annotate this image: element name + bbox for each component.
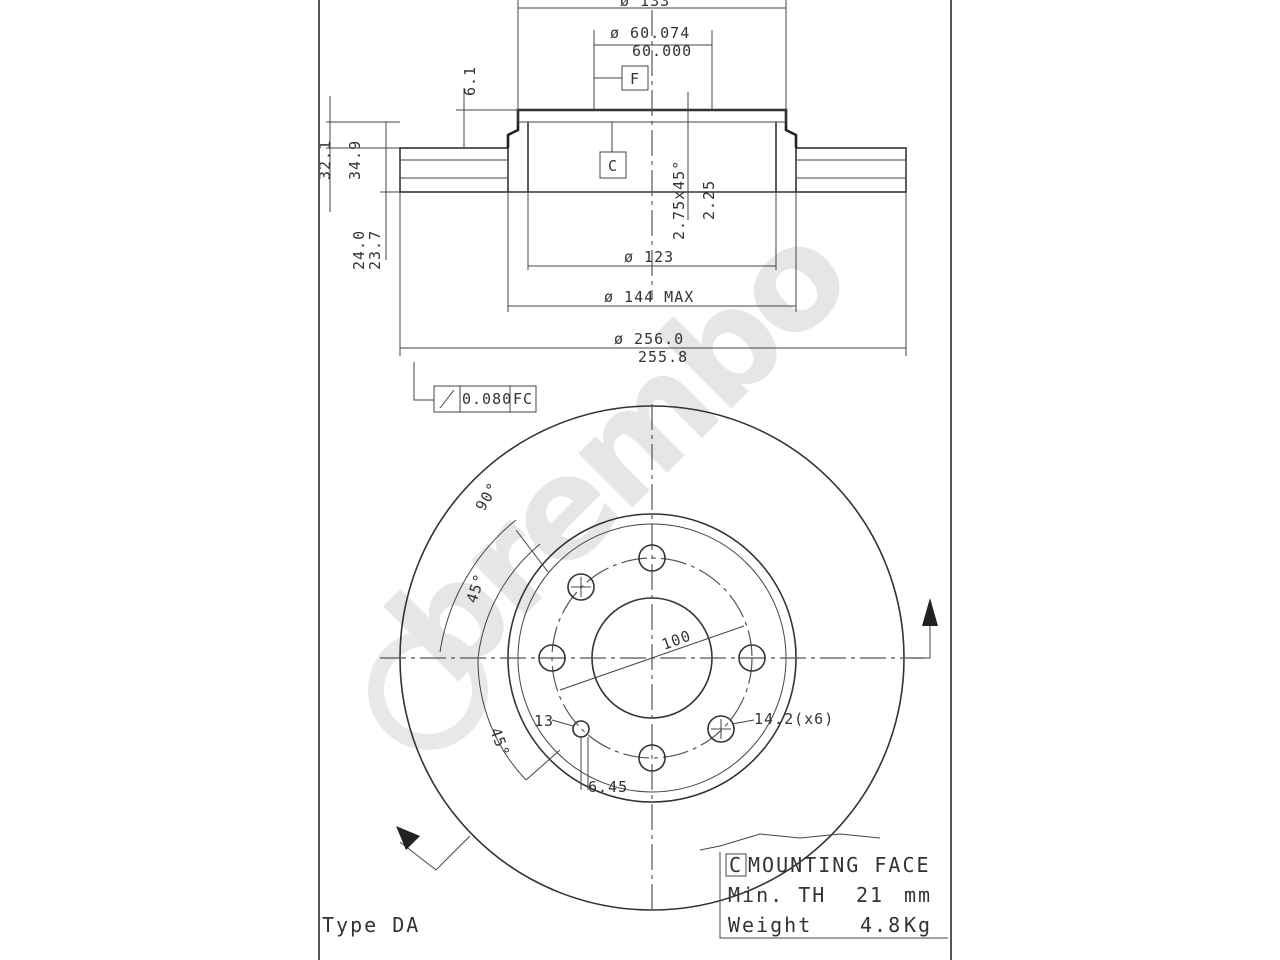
bolt-hole-label: 14.2(x6) xyxy=(754,710,834,728)
weight-label: Weight xyxy=(728,913,812,937)
runout-value: 0.080 xyxy=(462,390,512,408)
section-arrow-icon xyxy=(396,826,420,850)
min-th-unit: mm xyxy=(904,883,932,907)
angle-low: 45° xyxy=(486,725,513,759)
datum-f: F xyxy=(630,70,640,88)
datum-c: C xyxy=(608,157,618,175)
bolt-hole xyxy=(567,573,595,601)
bolt-hole xyxy=(638,744,666,772)
dim-outer-lower: 255.8 xyxy=(638,348,688,366)
dim-chamfer-2: 2.25 xyxy=(700,180,718,220)
bolt-hole xyxy=(738,644,766,672)
type-label: Type DA xyxy=(322,913,420,937)
small-hole-label: 13 xyxy=(534,712,554,730)
dim-hub-bore-min: 60.000 xyxy=(632,42,692,60)
front-view: 100 90° 45° 45° 13 14.2(x6) 6.45 xyxy=(380,404,938,912)
pcd-label: 100 xyxy=(659,627,693,654)
dim-overall-height-lower: 34.9 xyxy=(346,140,364,180)
notes-block: C MOUNTING FACE Min. TH 21 mm Weight 4.8… xyxy=(322,852,948,939)
bolt-hole xyxy=(638,544,666,572)
section-arrow-icon xyxy=(922,598,938,626)
dim-hub-bore-max: ø 60.074 xyxy=(610,24,690,42)
bolt-hole xyxy=(707,715,735,743)
weight-unit: Kg xyxy=(904,913,932,937)
dim-disc-thickness-lower: 23.7 xyxy=(366,230,384,270)
dim-inner-diameter: ø 123 xyxy=(624,248,674,266)
bolt-hole xyxy=(538,644,566,672)
left-margin xyxy=(0,0,318,960)
dim-top-diameter: ø 133 xyxy=(620,0,670,10)
dim-hat-thickness: 6.1 xyxy=(461,66,479,96)
mounting-face-label: MOUNTING FACE xyxy=(748,853,931,877)
rotor-left-section xyxy=(399,147,509,193)
dim-overall-height-upper: 32.1 xyxy=(316,140,334,180)
rotor-right-section xyxy=(795,147,907,193)
small-hole xyxy=(572,720,590,738)
dim-chamfer-1: 2.75x45° xyxy=(670,160,688,240)
dim-disc-thickness-upper: 24.0 xyxy=(350,230,368,270)
weight-value: 4.8 xyxy=(860,913,902,937)
dim-hub-max: ø 144 MAX xyxy=(604,288,694,306)
runout-frame xyxy=(433,385,537,413)
side-section-view: ø 133 ø 60.074 60.000 F C 6.1 32.1 34.9 xyxy=(316,0,907,413)
min-th-value: 21 xyxy=(856,883,884,907)
right-margin xyxy=(952,0,1280,960)
min-th-label: Min. TH xyxy=(728,883,826,907)
runout-datum: FC xyxy=(513,390,533,408)
offset-label: 6.45 xyxy=(588,778,628,796)
dim-outer-upper: ø 256.0 xyxy=(614,330,684,348)
brembo-watermark: brembo xyxy=(359,195,878,750)
mounting-face-marker: C xyxy=(729,853,743,877)
